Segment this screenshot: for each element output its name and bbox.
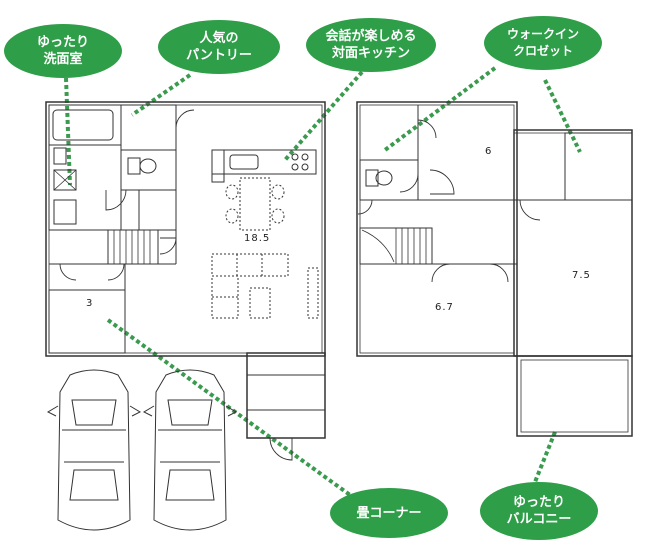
callout-balcony: ゆったり バルコニー	[480, 482, 598, 540]
callout-closet: ウォークイン クロゼット	[484, 16, 602, 70]
living-sofa	[211, 253, 319, 319]
floor1-outer-wall	[45, 101, 326, 357]
callout-closet-line1: ウォークイン	[506, 27, 579, 41]
sink	[229, 154, 259, 170]
floor1	[45, 101, 326, 461]
callout-balcony-line2: バルコニー	[506, 512, 572, 527]
room-a-area-label: 6	[485, 146, 493, 157]
floor2-toilet-room	[359, 159, 419, 201]
balcony	[516, 355, 633, 437]
floor2-doors	[357, 119, 541, 283]
tatami-area-label: 3	[86, 298, 94, 309]
leader-balcony	[533, 431, 557, 483]
floor2-outer-wall	[356, 101, 518, 357]
callout-tatami-line1: 畳コーナー	[356, 505, 422, 521]
callout-kitchen-line1: 会話が楽しめる	[325, 29, 417, 44]
callout-pantry-line2: パントリー	[186, 48, 252, 63]
leader-lines	[64, 66, 582, 497]
kitchen-island	[211, 149, 225, 183]
room-c-area-label: 7.5	[572, 270, 591, 281]
floor2-right-wing	[513, 129, 633, 357]
floor2	[356, 101, 633, 437]
entrance-porch	[246, 352, 326, 439]
toilet	[139, 158, 157, 174]
car-2	[142, 369, 238, 531]
callout-kitchen: 会話が楽しめる 対面キッチン	[306, 18, 436, 72]
ldk-area-label: 18.5	[244, 233, 271, 244]
toilet-room	[120, 149, 177, 191]
washbasin	[53, 199, 77, 225]
callout-washroom-line1: ゆったり	[36, 35, 89, 50]
bathroom	[48, 104, 122, 146]
walk-in-closet	[564, 132, 633, 201]
car-1	[46, 369, 142, 531]
leader-bath	[64, 77, 72, 186]
parking	[46, 369, 238, 531]
leader-closet-b	[543, 79, 582, 153]
floor1-doors	[59, 109, 293, 461]
washroom	[48, 144, 122, 231]
leader-kitchen	[283, 70, 364, 162]
kitchen-counter	[211, 149, 317, 175]
bathtub	[52, 109, 114, 141]
leader-closet-a	[383, 66, 497, 152]
floor2-toilet	[375, 170, 393, 186]
callout-closet-line2: クロゼット	[512, 44, 573, 58]
callout-washroom: ゆったり 洗面室	[4, 24, 122, 78]
stove	[291, 153, 309, 171]
callout-pantry-line1: 人気の	[199, 31, 239, 46]
dining-set	[225, 177, 285, 231]
callout-pantry: 人気の パントリー	[158, 20, 280, 74]
washer	[53, 147, 67, 165]
callout-kitchen-line2: 対面キッチン	[331, 46, 410, 61]
callout-balcony-line1: ゆったり	[512, 495, 565, 510]
room-b-area-label: 6.7	[435, 302, 454, 313]
floor1-stairs	[107, 229, 159, 265]
leader-pantry	[130, 73, 192, 117]
pantry	[120, 104, 177, 151]
callout-washroom-line2: 洗面室	[43, 52, 83, 67]
callout-tatami: 畳コーナー	[330, 488, 448, 538]
